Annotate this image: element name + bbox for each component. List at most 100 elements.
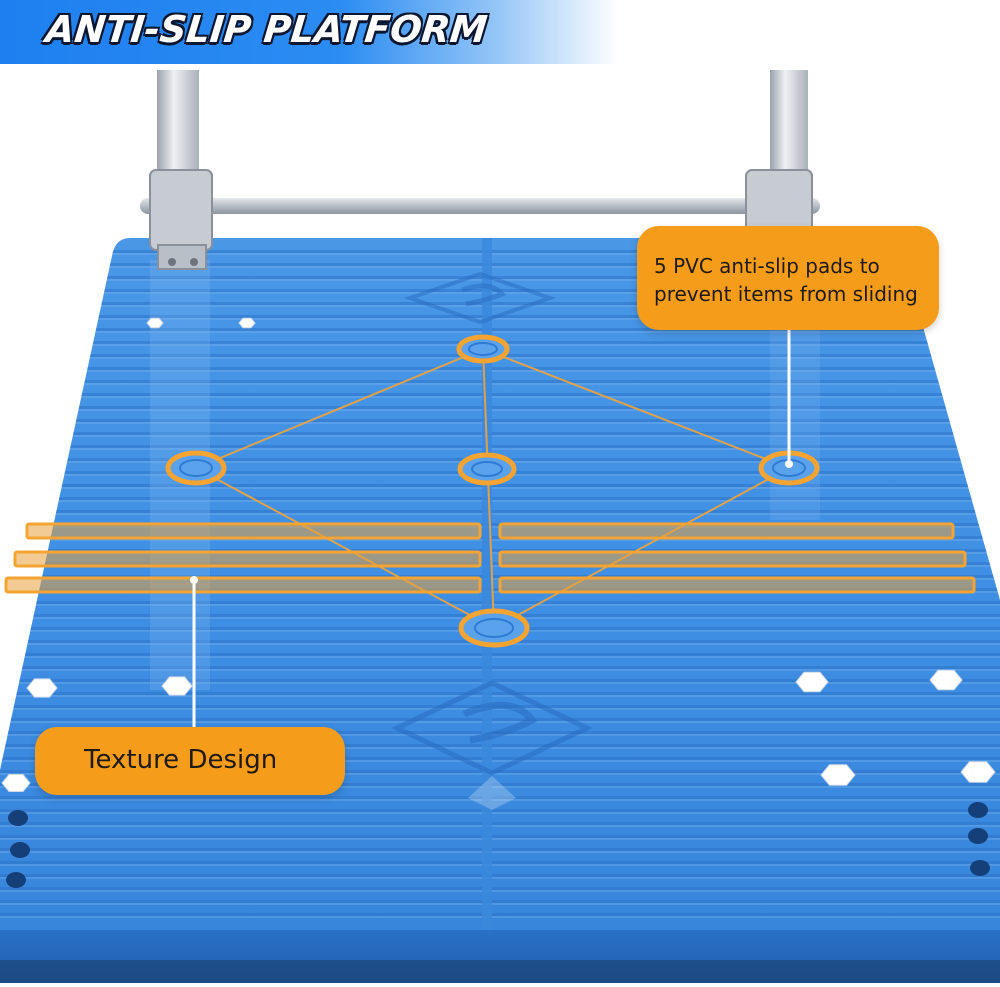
left-bracket xyxy=(149,169,213,270)
texture-rib-highlight xyxy=(0,877,1000,879)
texture-rib xyxy=(0,783,1000,786)
texture-rib xyxy=(0,406,1000,409)
hexagon-hole-icon xyxy=(26,678,58,698)
texture-rib-highlight xyxy=(0,318,1000,320)
texture-rib xyxy=(0,549,1000,552)
texture-rib xyxy=(0,302,1000,305)
texture-rib xyxy=(0,809,1000,812)
callout-texture-design: Texture Design xyxy=(35,727,345,795)
callout-leaders xyxy=(190,330,793,728)
hexagon-hole-icon xyxy=(820,764,856,786)
texture-rib-highlight xyxy=(0,305,1000,307)
round-hole-icon xyxy=(970,860,990,876)
texture-rib-highlight xyxy=(0,487,1000,489)
texture-rib xyxy=(0,328,1000,331)
texture-rib-highlight xyxy=(0,500,1000,502)
texture-rib xyxy=(0,692,1000,695)
texture-rib xyxy=(0,393,1000,396)
pad-ring-icon xyxy=(457,452,517,486)
round-hole-icon xyxy=(968,828,988,844)
round-hole-icon xyxy=(10,842,30,858)
round-hole-icon xyxy=(6,872,26,888)
texture-rib-highlight xyxy=(0,799,1000,801)
callout-anti-slip-pads: 5 PVC anti-slip pads to prevent items fr… xyxy=(637,226,939,330)
texture-rib xyxy=(0,887,1000,890)
texture-rib-highlight xyxy=(0,604,1000,606)
texture-rib-highlight xyxy=(0,370,1000,372)
handle-frame xyxy=(140,70,820,270)
texture-rib-highlight xyxy=(0,396,1000,398)
texture-rib xyxy=(0,835,1000,838)
texture-rib xyxy=(0,276,1000,279)
texture-rib-highlight xyxy=(0,864,1000,866)
texture-rib-highlight xyxy=(0,656,1000,658)
texture-rib xyxy=(0,367,1000,370)
texture-rib xyxy=(0,666,1000,669)
texture-rib-highlight xyxy=(0,812,1000,814)
logo-emblem-top xyxy=(403,271,557,325)
hexagon-holes xyxy=(1,317,996,792)
center-divider xyxy=(482,238,492,930)
title-banner: ANTI-SLIP PLATFORM xyxy=(0,0,620,64)
hexagon-hole-icon xyxy=(238,317,256,329)
texture-rib-highlight xyxy=(0,448,1000,450)
texture-rib-highlight xyxy=(0,760,1000,762)
texture-rib-highlight xyxy=(0,747,1000,749)
texture-rib-highlight xyxy=(0,422,1000,424)
texture-rib-highlight xyxy=(0,539,1000,541)
texture-rib xyxy=(0,874,1000,877)
texture-rib-highlight xyxy=(0,513,1000,515)
texture-rib xyxy=(0,601,1000,604)
texture-rib-highlight xyxy=(0,851,1000,853)
texture-rib-highlight xyxy=(0,890,1000,892)
texture-rib xyxy=(0,822,1000,825)
texture-rib-highlight xyxy=(0,266,1000,268)
texture-rib xyxy=(0,718,1000,721)
texture-rib-highlight xyxy=(0,409,1000,411)
texture-rib-highlight xyxy=(0,669,1000,671)
hexagon-hole-icon xyxy=(795,671,829,693)
texture-rib-highlight xyxy=(0,721,1000,723)
texture-rib xyxy=(0,510,1000,513)
hexagon-hole-icon xyxy=(161,676,193,696)
texture-rib xyxy=(0,263,1000,266)
texture-rib xyxy=(0,419,1000,422)
platform-shadow xyxy=(0,960,1000,983)
page-title: ANTI-SLIP PLATFORM xyxy=(43,8,490,51)
texture-rib-highlight xyxy=(0,682,1000,684)
pad-ring-icon xyxy=(165,450,227,486)
texture-rib-highlight xyxy=(0,825,1000,827)
cross-bar xyxy=(140,198,820,214)
texture-rib xyxy=(0,575,1000,578)
texture-rib xyxy=(0,848,1000,851)
texture-rib-highlight xyxy=(0,253,1000,255)
pad-ring-icon xyxy=(456,334,510,364)
texture-rib-highlight xyxy=(0,786,1000,788)
texture-rib xyxy=(0,484,1000,487)
texture-rib-highlight xyxy=(0,435,1000,437)
side-holes xyxy=(6,802,990,888)
hexagon-hole-icon xyxy=(929,669,963,691)
texture-rib xyxy=(0,796,1000,799)
texture-rib-highlight xyxy=(0,773,1000,775)
texture-rib-highlight xyxy=(0,916,1000,918)
texture-highlight-bars xyxy=(4,522,976,594)
pad-ring-icon xyxy=(458,608,530,648)
hexagon-hole-icon xyxy=(960,761,996,783)
texture-rib-highlight xyxy=(0,331,1000,333)
texture-rib-highlight xyxy=(0,903,1000,905)
texture-rib xyxy=(0,679,1000,682)
callout-texture-text: Texture Design xyxy=(84,745,278,775)
texture-rib-highlight xyxy=(0,383,1000,385)
texture-rib xyxy=(0,900,1000,903)
texture-rib-highlight xyxy=(0,695,1000,697)
round-hole-icon xyxy=(968,802,988,818)
texture-rib xyxy=(0,744,1000,747)
texture-rib xyxy=(0,861,1000,864)
texture-rib-highlight xyxy=(0,708,1000,710)
round-hole-icon xyxy=(8,810,28,826)
texture-rib xyxy=(0,757,1000,760)
texture-rib xyxy=(0,445,1000,448)
